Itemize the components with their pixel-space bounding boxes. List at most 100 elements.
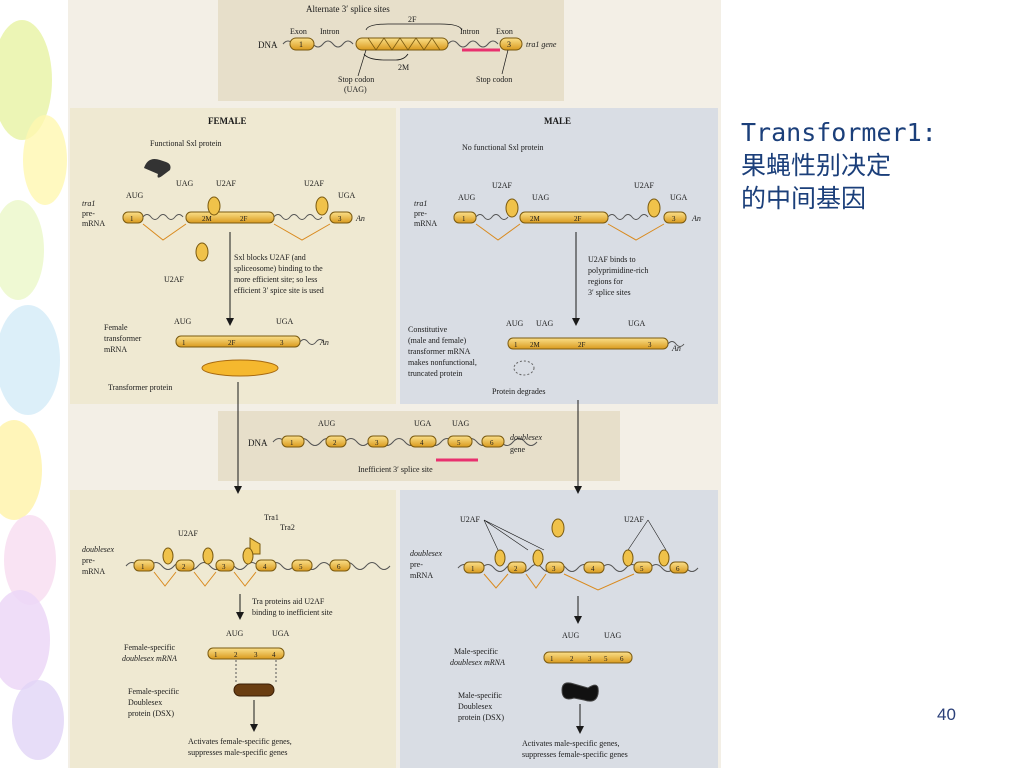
dsx-exon-6: 6 bbox=[490, 439, 494, 447]
male-dsx-pre-1: doublesex bbox=[410, 549, 442, 558]
dsx-exon-4: 4 bbox=[420, 439, 424, 447]
male-dsx-exon-6: 6 bbox=[676, 565, 680, 573]
female-heading: FEMALE bbox=[208, 116, 247, 126]
degrading-protein-icon bbox=[513, 360, 535, 376]
female-mrna-uga: UGA bbox=[276, 317, 294, 326]
male-note-4: 3′ splice sites bbox=[588, 288, 631, 297]
balloon-decoration bbox=[0, 0, 75, 768]
female-dsx-section: Tra1 Tra2 U2AF doublesex pre- mRNA 1 2 3… bbox=[82, 513, 391, 757]
female-dsx-exon-4: 4 bbox=[263, 563, 267, 571]
sxl-protein-icon bbox=[144, 159, 171, 178]
male-dsx-exon-3: 3 bbox=[552, 565, 556, 573]
male-dsx-protein-icon bbox=[561, 682, 599, 702]
female-dsx-exon-1: 1 bbox=[141, 563, 145, 571]
female-dsx-pre-1: doublesex bbox=[82, 545, 114, 554]
male-dsx-uag: UAG bbox=[604, 631, 622, 640]
male-pre-2: pre- bbox=[414, 209, 427, 218]
female-aug: AUG bbox=[126, 191, 144, 200]
dsx-gene-1: doublesex bbox=[510, 433, 542, 442]
tra1-dsx-splicing-figure: Alternate 3′ splice sites 2F Exon Intron… bbox=[68, 0, 721, 768]
female-u2af-a: U2AF bbox=[216, 179, 237, 188]
tra1-gene-label: tra1 gene bbox=[526, 40, 557, 49]
female-uga: UGA bbox=[338, 191, 356, 200]
female-mrna-3: mRNA bbox=[104, 345, 127, 354]
male-exon-3: 3 bbox=[672, 215, 676, 223]
male-dsx-result-2: suppresses female-specific genes bbox=[522, 750, 628, 759]
slide-title-line-3: 的中间基因 bbox=[741, 184, 867, 213]
female-dsx-aug: AUG bbox=[226, 629, 244, 638]
female-note-1: Sxl blocks U2AF (and bbox=[234, 253, 306, 262]
female-u2af-b: U2AF bbox=[304, 179, 325, 188]
tra1-gene-dna: Alternate 3′ splice sites 2F Exon Intron… bbox=[258, 4, 557, 94]
male-dsx-mrna-exon-3: 3 bbox=[588, 655, 592, 663]
label-2m: 2M bbox=[398, 63, 409, 72]
female-pre-2: pre- bbox=[82, 209, 95, 218]
dsx-exon-2: 2 bbox=[333, 439, 337, 447]
intron-left-label: Intron bbox=[320, 27, 340, 36]
tra2-label: Tra2 bbox=[280, 523, 295, 532]
male-dsx-mrna-2: doublesex mRNA bbox=[450, 658, 505, 667]
male-pre-1: tra1 bbox=[414, 199, 427, 208]
exon-1: 1 bbox=[299, 40, 303, 49]
female-dsx-mrna-exon-2: 2 bbox=[234, 651, 238, 659]
transformer-protein-icon bbox=[201, 359, 279, 377]
male-dsx-pre-2: pre- bbox=[410, 560, 423, 569]
female-dsx-mrna-exon-3: 3 bbox=[254, 651, 258, 659]
dsx-uag: UAG bbox=[452, 419, 470, 428]
female-dsx-mrna-exon-1: 1 bbox=[214, 651, 218, 659]
male-note-3: regions for bbox=[588, 277, 623, 286]
male-exon-2m: 2M bbox=[530, 215, 541, 223]
u2af-blob-icon bbox=[647, 198, 661, 218]
male-tra1-section: MALE No functional Sxl protein U2AF AUG … bbox=[408, 116, 701, 396]
male-dsx-mrna-1: Male-specific bbox=[454, 647, 498, 656]
doublesex-gene: AUG UGA UAG DNA 1 2 3 4 5 6 doublesex ge… bbox=[248, 419, 542, 474]
female-note-4: efficient 3′ spice site is used bbox=[234, 286, 324, 295]
male-dsx-pre-3: mRNA bbox=[410, 571, 433, 580]
female-dsx-mrna-1: Female-specific bbox=[124, 643, 176, 652]
female-dsx-protein-2: Doublesex bbox=[128, 698, 162, 707]
male-uga: UGA bbox=[670, 193, 688, 202]
female-dsx-exon-6: 6 bbox=[337, 563, 341, 571]
dsx-exon-1: 1 bbox=[290, 439, 294, 447]
female-uag: UAG bbox=[176, 179, 194, 188]
male-exon-2f: 2F bbox=[574, 215, 582, 223]
male-dsx-aug: AUG bbox=[562, 631, 580, 640]
male-dsx-protein-1: Male-specific bbox=[458, 691, 502, 700]
male-uag2: UAG bbox=[536, 319, 554, 328]
male-dsx-mrna-exon-5: 5 bbox=[604, 655, 608, 663]
u2af-blob-icon bbox=[315, 196, 329, 216]
exon-3: 3 bbox=[507, 40, 511, 49]
female-dsx-exon-2: 2 bbox=[182, 563, 186, 571]
female-dsx-panel bbox=[70, 490, 396, 768]
protein-degrades-label: Protein degrades bbox=[492, 387, 546, 396]
male-aug: AUG bbox=[458, 193, 476, 202]
male-dsx-u2af-a: U2AF bbox=[460, 515, 481, 524]
u2af-blob-icon bbox=[207, 196, 221, 216]
female-dsx-result-2: suppresses male-specific genes bbox=[188, 748, 288, 757]
female-exon-2f: 2F bbox=[240, 215, 248, 223]
dsx-uga: UGA bbox=[414, 419, 432, 428]
no-sxl-label: No functional Sxl protein bbox=[462, 143, 544, 152]
dsx-gene-2: gene bbox=[510, 445, 526, 454]
male-u2af-a: U2AF bbox=[492, 181, 513, 190]
stop-codon-right: Stop codon bbox=[476, 75, 512, 84]
u2af-blob-icon bbox=[505, 198, 519, 218]
male-dsx-exon-1: 1 bbox=[471, 565, 475, 573]
female-mrna-exon-3: 3 bbox=[280, 339, 284, 347]
female-panel bbox=[70, 108, 396, 404]
female-mrna-exon-2f: 2F bbox=[228, 339, 236, 347]
male-note-2: polyprimidine-rich bbox=[588, 266, 648, 275]
female-mrna-2: transformer bbox=[104, 334, 142, 343]
male-mrna-exon-2f: 2F bbox=[578, 341, 586, 349]
female-dsx-u2af: U2AF bbox=[178, 529, 199, 538]
male-mrna-exon-1: 1 bbox=[514, 341, 518, 349]
male-mrna-2: (male and female) bbox=[408, 336, 467, 345]
male-mrna-poly-a: An bbox=[671, 344, 681, 353]
male-dsx-result-1: Activates male-specific genes, bbox=[522, 739, 620, 748]
stop-codon-left-1: Stop codon bbox=[338, 75, 374, 84]
female-exon-3: 3 bbox=[338, 215, 342, 223]
male-note-1: U2AF binds to bbox=[588, 255, 636, 264]
male-mrna-exon-2m: 2M bbox=[530, 341, 541, 349]
female-tra1-section: FEMALE Functional Sxl protein tra1 pre- … bbox=[82, 116, 365, 392]
exon-left-label: Exon bbox=[290, 27, 307, 36]
